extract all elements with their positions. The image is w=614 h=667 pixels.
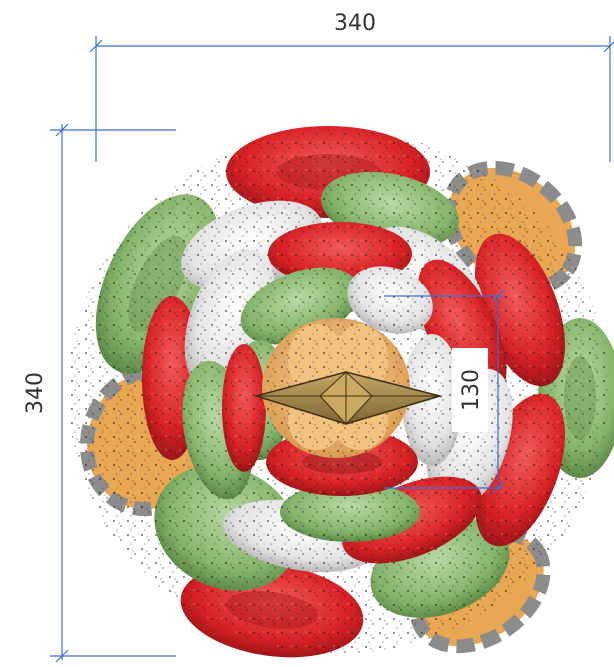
center-gem: [253, 371, 443, 425]
dimension-top: 340: [89, 11, 614, 162]
dimension-inner: 130: [384, 289, 505, 495]
dimension-inner-label: 130: [459, 369, 484, 411]
dimension-left: 340: [23, 123, 176, 663]
dimension-top-label: 340: [334, 11, 376, 36]
dimension-left-label: 340: [23, 372, 48, 414]
